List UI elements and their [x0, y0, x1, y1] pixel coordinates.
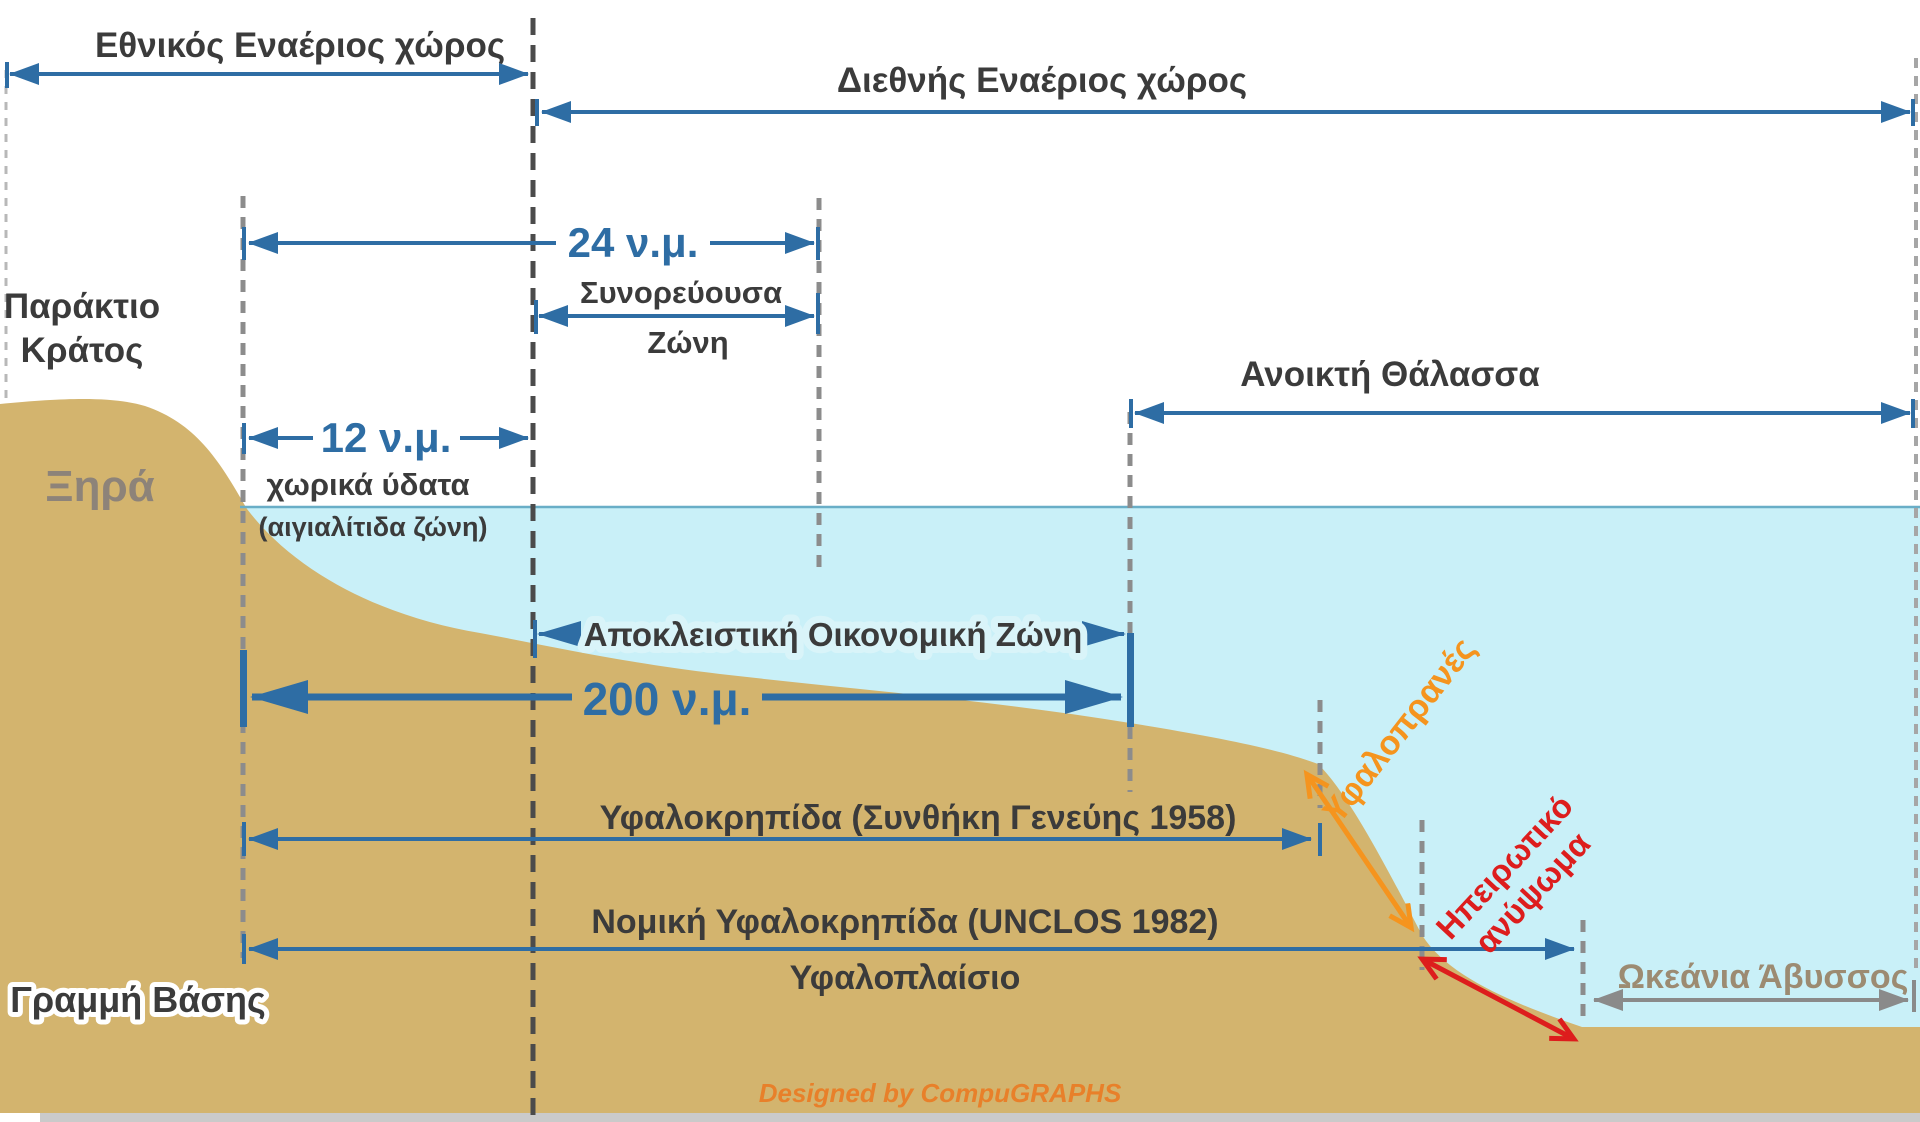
- shelf-unclos-label: Νομική Υφαλοκρηπίδα (UNCLOS 1982): [591, 903, 1218, 941]
- high-seas-label: Ανοικτή Θάλασσα: [1240, 355, 1540, 394]
- continental-rise-arrow: [1424, 960, 1572, 1038]
- shelf-frame-label: Υφαλοπλαίσιο: [790, 959, 1021, 997]
- international-airspace-label: Διεθνής Εναέριος χώρος: [837, 61, 1247, 100]
- baseline-label: Γραμμή Βάσης: [10, 979, 266, 1020]
- contiguous-24nm-value: 24 ν.μ.: [568, 219, 699, 266]
- national-airspace-label: Εθνικός Εναέριος χώρος: [95, 26, 505, 65]
- eez-200nm-right-tick: [1127, 633, 1134, 727]
- contiguous-zone-label-line1: Συνορεύουσα: [580, 275, 782, 310]
- shelf-geneva-label: Υφαλοκρηπίδα (Συνθήκη Γενεύης 1958): [600, 799, 1237, 837]
- eez-200nm-left-tick: [240, 650, 247, 727]
- coastal-state-label-line1: Παράκτιο: [4, 287, 160, 326]
- bottom-edge-corner: [0, 1113, 40, 1122]
- bottom-edge-strip: [40, 1113, 1920, 1122]
- eez-label: Αποκλειστική Οικονομική Ζώνη: [584, 616, 1083, 653]
- credit-label: Designed by CompuGRAPHS: [759, 1078, 1122, 1108]
- territorial-waters-label: χωρικά ύδατα: [266, 467, 469, 502]
- dry-land-label: Ξηρά: [45, 462, 154, 511]
- eez-200nm-value: 200 ν.μ.: [583, 673, 752, 725]
- territorial-12nm-value: 12 ν.μ.: [321, 414, 452, 461]
- coastal-state-label-line2: Κράτος: [21, 331, 144, 370]
- ocean-abyss-label: Ωκεάνια Άβυσσος: [1618, 958, 1909, 996]
- contiguous-zone-label-line2: Ζώνη: [647, 325, 728, 360]
- continental-slope-arrow: [1308, 776, 1410, 926]
- territorial-waters-alt-label: (αιγιαλίτιδα ζώνη): [259, 512, 488, 542]
